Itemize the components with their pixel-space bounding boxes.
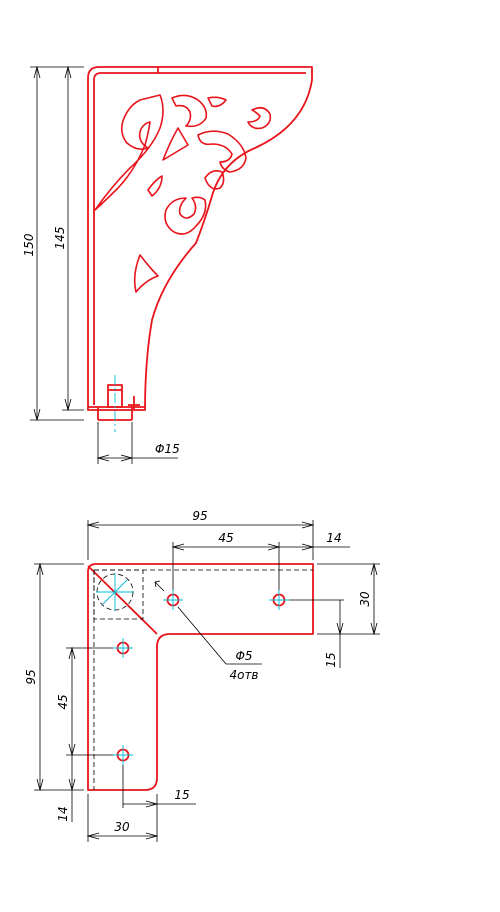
dim-offset-bottom: 14 [56,806,70,821]
top-dimensions [34,520,380,842]
dim-height-total: 150 [22,233,36,256]
dim-leg-width: 30 [114,820,130,834]
side-view: 150 145 Φ15 [22,65,313,464]
dim-hole-spacing-top: 45 [218,531,233,545]
dim-offset-right: 14 [326,531,341,545]
dim-pin-diameter: Φ15 [155,442,180,456]
dim-hole-diameter: Φ5 [235,649,252,663]
dim-height-inner: 145 [53,227,67,250]
dim-hole-offset-right: 15 [324,652,338,667]
top-view: 95 45 14 30 15 95 45 14 30 15 Φ5 4отв [24,509,380,842]
dim-hole-count: 4отв [229,668,258,682]
hidden-lines [93,569,313,790]
dim-arm-height: 30 [358,591,372,607]
side-dimensions [30,65,178,464]
ornament-cutouts [94,94,272,293]
hole-centerlines [96,573,289,765]
dim-hole-offset-bottom: 15 [174,788,189,802]
bracket-outline [87,66,313,421]
dim-height-total-top: 95 [24,669,38,684]
dim-hole-spacing-left: 45 [56,694,70,709]
dim-width-total: 95 [192,509,207,523]
